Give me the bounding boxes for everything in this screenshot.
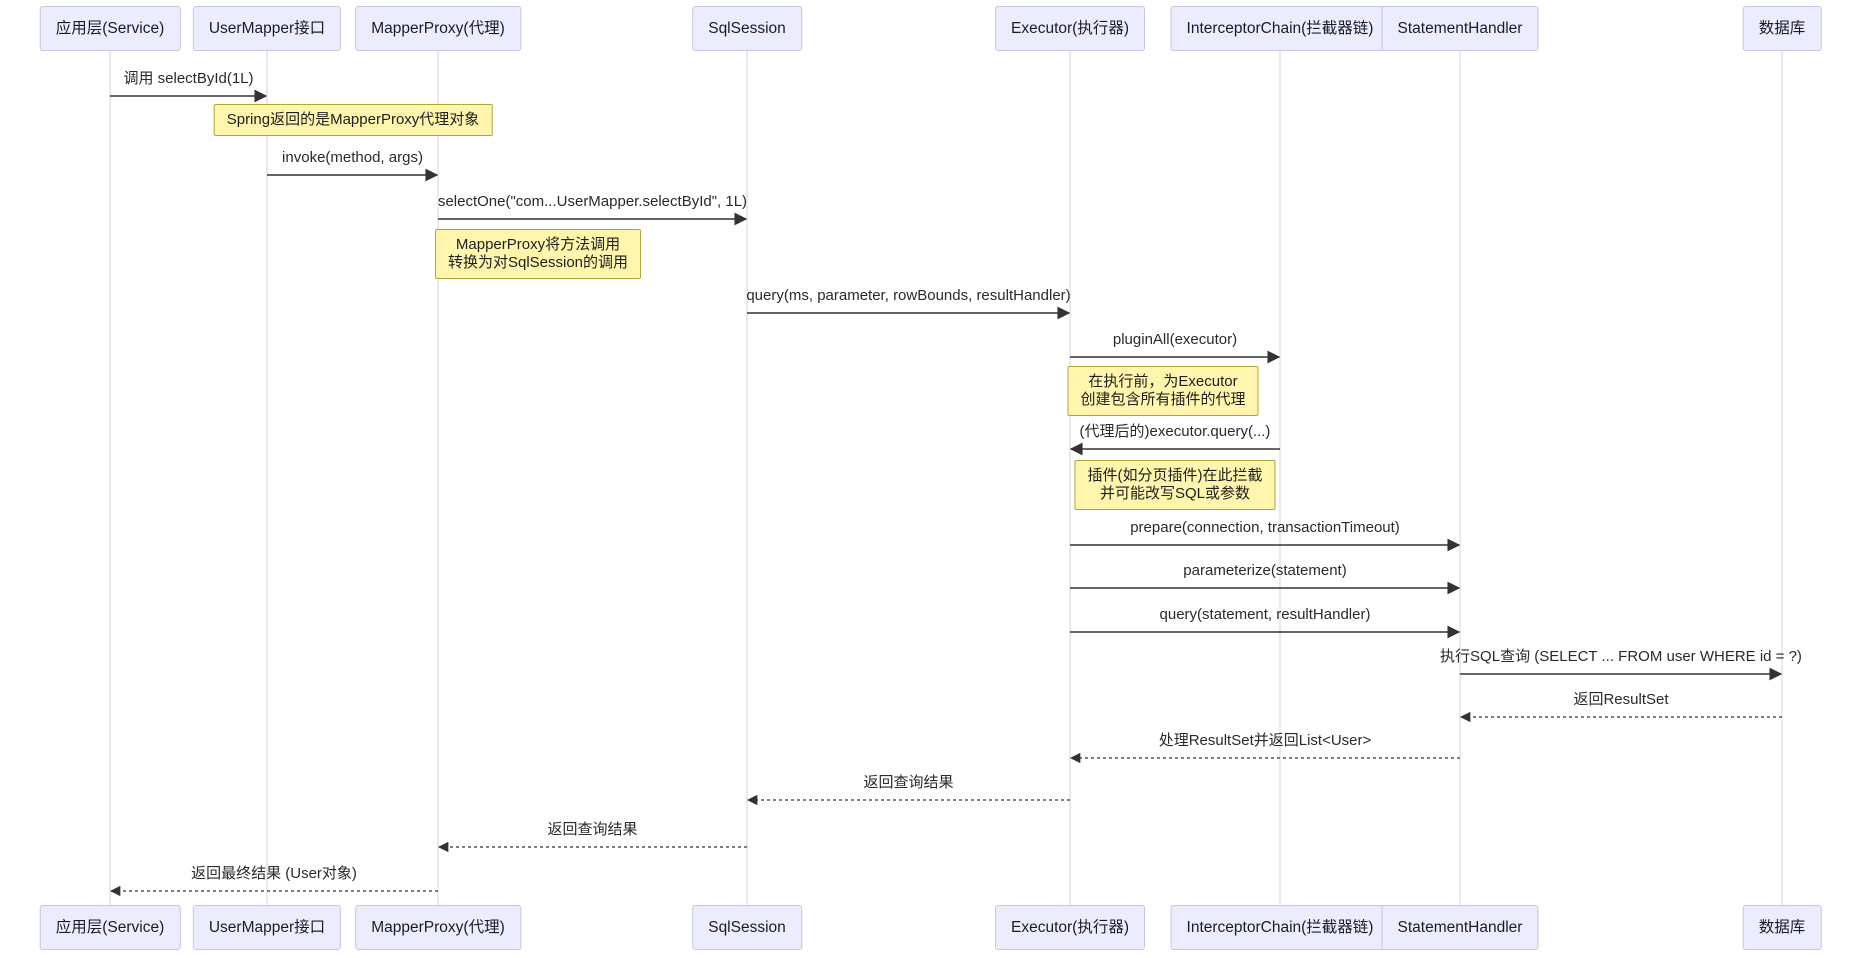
message-label-6: prepare(connection, transactionTimeout) <box>1130 519 1400 536</box>
participant-bottom-statementhandler: StatementHandler <box>1381 905 1539 950</box>
message-label-0: 调用 selectById(1L) <box>123 70 254 87</box>
participant-top-interceptorchain: InterceptorChain(拦截器链) <box>1170 6 1390 51</box>
message-label-5: (代理后的)executor.query(...) <box>1079 423 1271 440</box>
participant-bottom-usermapper: UserMapper接口 <box>192 905 342 950</box>
message-label-11: 处理ResultSet并返回List<User> <box>1158 732 1372 749</box>
note-1: MapperProxy将方法调用转换为对SqlSession的调用 <box>434 229 642 279</box>
participant-top-sqlsession: SqlSession <box>692 6 802 51</box>
message-label-2: selectOne("com...UserMapper.selectById",… <box>437 193 748 210</box>
participant-top-statementhandler: StatementHandler <box>1381 6 1539 51</box>
message-label-7: parameterize(statement) <box>1183 562 1347 579</box>
message-label-3: query(ms, parameter, rowBounds, resultHa… <box>746 287 1071 304</box>
message-label-14: 返回最终结果 (User对象) <box>191 865 357 882</box>
note-line: 创建包含所有插件的代理 <box>1080 391 1246 408</box>
message-label-12: 返回查询结果 <box>863 774 954 791</box>
message-label-10: 返回ResultSet <box>1573 691 1669 708</box>
note-0: Spring返回的是MapperProxy代理对象 <box>213 104 493 136</box>
participant-bottom-interceptorchain: InterceptorChain(拦截器链) <box>1170 905 1390 950</box>
participant-bottom-service: 应用层(Service) <box>39 905 181 950</box>
participant-bottom-database: 数据库 <box>1742 905 1822 950</box>
message-label-9: 执行SQL查询 (SELECT ... FROM user WHERE id =… <box>1440 648 1802 665</box>
participant-top-mapperproxy: MapperProxy(代理) <box>355 6 521 51</box>
note-line: 插件(如分页插件)在此拦截 <box>1087 467 1263 484</box>
note-3: 插件(如分页插件)在此拦截并可能改写SQL或参数 <box>1074 460 1276 510</box>
note-line: 在执行前，为Executor <box>1088 373 1238 390</box>
note-line: Spring返回的是MapperProxy代理对象 <box>226 111 480 128</box>
message-label-1: invoke(method, args) <box>282 149 423 166</box>
message-label-8: query(statement, resultHandler) <box>1159 606 1371 623</box>
participant-top-executor: Executor(执行器) <box>995 6 1145 51</box>
participant-top-database: 数据库 <box>1742 6 1822 51</box>
note-line: 转换为对SqlSession的调用 <box>447 254 629 271</box>
participant-bottom-sqlsession: SqlSession <box>692 905 802 950</box>
participant-bottom-executor: Executor(执行器) <box>995 905 1145 950</box>
note-line: MapperProxy将方法调用 <box>455 236 621 253</box>
participant-top-service: 应用层(Service) <box>39 6 181 51</box>
message-label-4: pluginAll(executor) <box>1112 331 1238 348</box>
message-label-13: 返回查询结果 <box>547 821 638 838</box>
note-line: 并可能改写SQL或参数 <box>1099 485 1250 502</box>
participant-top-usermapper: UserMapper接口 <box>192 6 342 51</box>
participant-bottom-mapperproxy: MapperProxy(代理) <box>355 905 521 950</box>
